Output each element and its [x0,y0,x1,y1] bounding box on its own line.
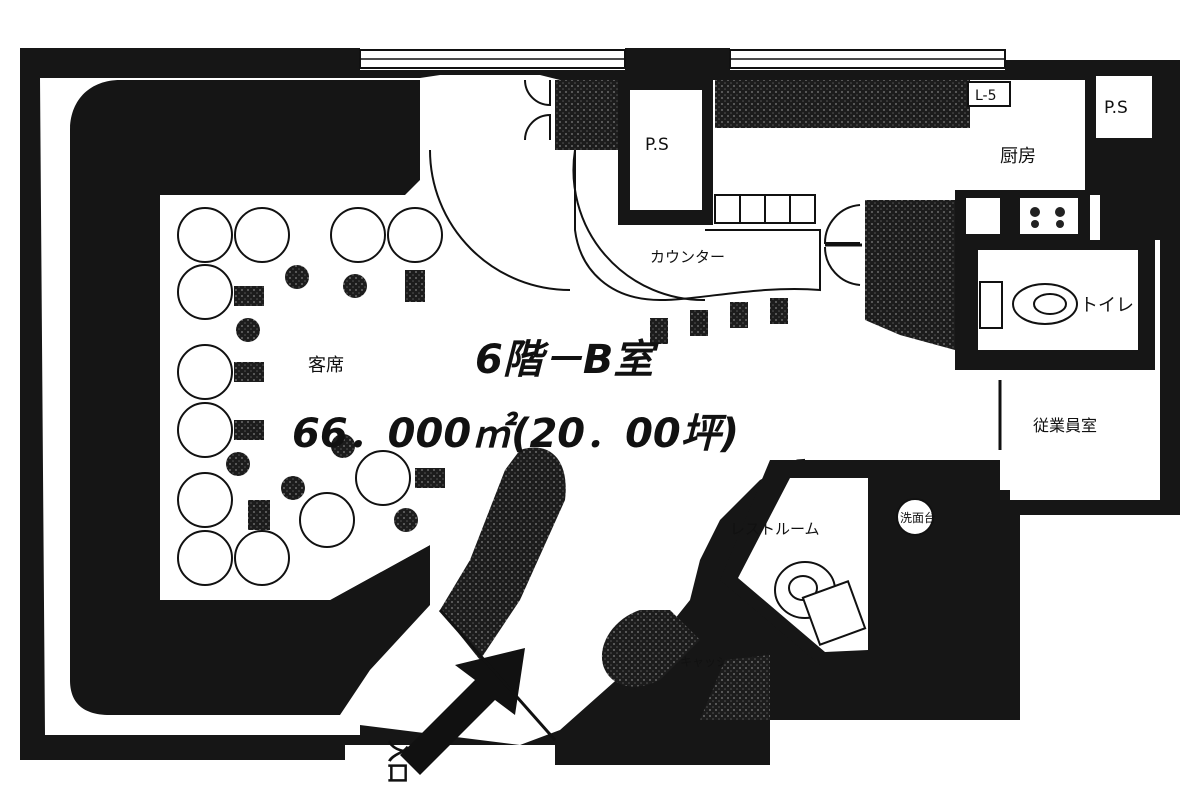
kitchen-area [715,130,1085,190]
ps-left-label: P.S [645,135,669,155]
room-title: 6階－B室 [475,337,659,383]
washbasin-icon [896,498,934,536]
round-tables [177,207,443,586]
cashier-block [601,610,700,687]
kitchen-counter-top [715,80,970,128]
staff-room-label: 従業員室 [1033,416,1097,435]
seating-area [160,170,990,700]
counter-label: カウンター [650,248,725,266]
ps-right-label: P.S [1104,98,1128,118]
storage-block [555,80,625,150]
elevator-tag-box [967,81,1011,107]
staff-room [1000,370,1150,485]
area-label: 66．000㎡(20．00坪) [292,411,739,457]
elevator-tag: L-5 [975,88,997,104]
kitchen-hatch [865,200,955,350]
kitchen-label: 厨房 [1000,146,1036,167]
entrance-door-swing [429,149,571,291]
restroom-label: レストルーム [730,520,820,538]
entrance-column [440,447,566,660]
counter-shape [574,150,821,302]
washbasin-label: 洗面台 [900,510,936,525]
toilet-label: トイレ [1080,295,1134,316]
entrance-arrow-icon [400,648,525,775]
entrance-label: 入口 [384,740,409,784]
stools [226,265,445,532]
guest-seating-label: 客席 [308,355,344,376]
